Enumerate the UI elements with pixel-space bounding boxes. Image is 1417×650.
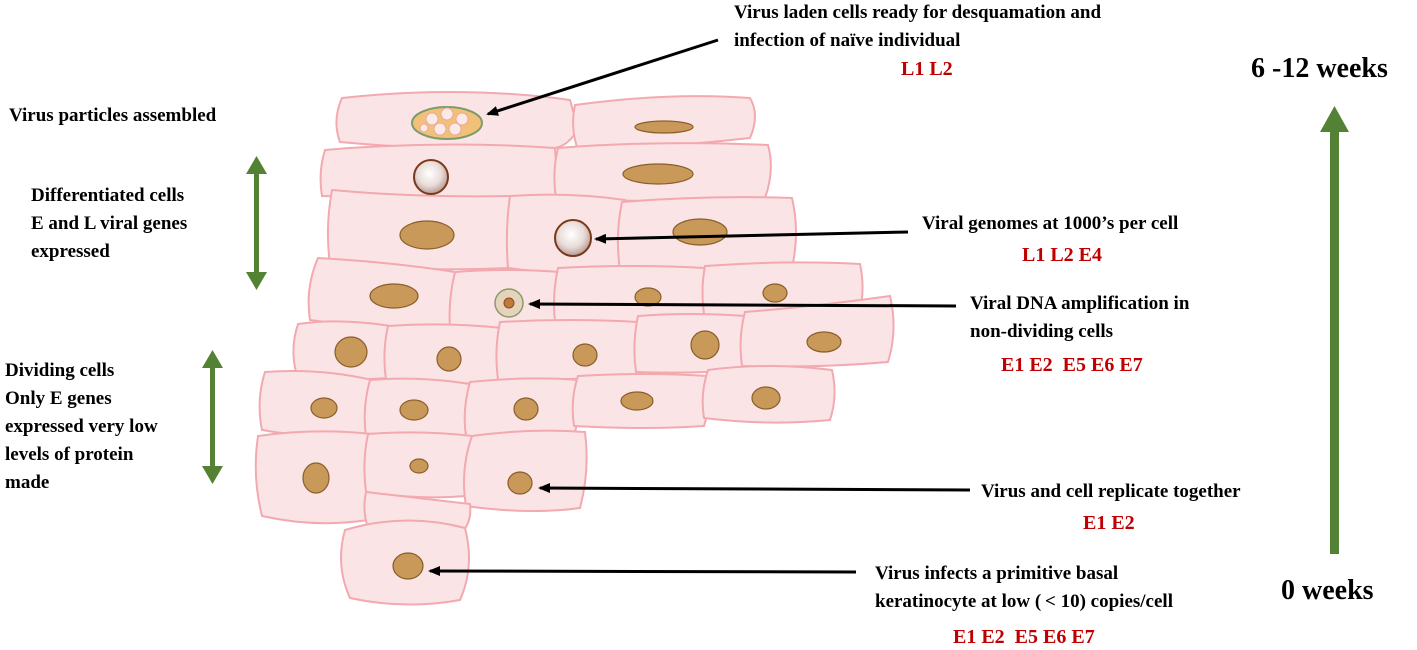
nucleus xyxy=(392,552,424,580)
dividing-label: Dividing cells Only E genes expressed ve… xyxy=(5,357,195,497)
label-line: non-dividing cells xyxy=(970,321,1114,342)
amplification-nucleus xyxy=(494,288,524,318)
arrow-infects xyxy=(428,566,857,577)
arrow-virus-laden xyxy=(486,38,719,116)
nucleus xyxy=(302,462,330,494)
annotation-arrows xyxy=(428,38,971,577)
label-line: Viral DNA amplification in xyxy=(970,293,1190,314)
timeline-top-label: 6 -12 weeks xyxy=(1251,53,1388,84)
gene-label-genomes: L1 L2 E4 xyxy=(1022,244,1103,266)
label-line: expressed xyxy=(31,241,110,262)
nucleus xyxy=(436,346,462,372)
nucleus xyxy=(399,399,429,421)
gene-label-amplification: E1 E2 E5 E6 E7 xyxy=(1001,354,1143,376)
gene-label-replicate: E1 E2 xyxy=(1083,512,1135,534)
nucleus xyxy=(572,343,598,367)
cell xyxy=(463,429,588,513)
viral-genomes-label: Viral genomes at 1000’s per cell xyxy=(922,213,1179,234)
green-double-arrows xyxy=(202,156,267,484)
label-line: Differentiated cells xyxy=(31,185,185,206)
nucleus xyxy=(751,386,781,410)
arrow-genomes xyxy=(594,230,909,244)
amplification-label: Viral DNA amplification in non-dividing … xyxy=(970,290,1250,346)
label-line: keratinocyte at low ( < 10) copies/cell xyxy=(875,591,1173,612)
particles-assembled-label: Virus particles assembled xyxy=(9,105,217,126)
nuclei xyxy=(302,120,842,580)
arrow-replicate xyxy=(538,483,971,494)
cell xyxy=(495,319,642,382)
annotation-line: Virus laden cells ready for desquamation… xyxy=(734,2,1102,23)
label-line: expressed very low xyxy=(5,416,158,437)
nucleus xyxy=(334,336,368,368)
gene-label-late: L1 L2 xyxy=(901,58,953,80)
differentiated-range-arrow xyxy=(246,156,267,290)
virus-laden-annotation: Virus laden cells ready for desquamation… xyxy=(734,0,1154,55)
label-line: Virus infects a primitive basal xyxy=(875,563,1119,584)
nucleus xyxy=(620,391,654,411)
nucleus xyxy=(672,218,728,246)
nucleus xyxy=(513,397,539,421)
nucleus xyxy=(507,471,533,495)
cell xyxy=(739,294,895,368)
dividing-range-arrow xyxy=(202,350,223,484)
timeline-arrow xyxy=(1320,106,1349,554)
nucleus xyxy=(310,397,338,419)
virus-particles-nucleus xyxy=(411,106,483,140)
nucleus xyxy=(634,120,694,134)
infects-label: Virus infects a primitive basal keratino… xyxy=(875,560,1235,616)
nucleus xyxy=(690,330,720,360)
label-line: Only E genes xyxy=(5,388,112,409)
differentiated-label: Differentiated cells E and L viral genes… xyxy=(31,182,241,266)
timeline-bottom-label: 0 weeks xyxy=(1281,575,1374,606)
annotation-line: infection of naïve individual xyxy=(734,30,961,51)
label-line: levels of protein xyxy=(5,444,134,465)
replicate-label: Virus and cell replicate together xyxy=(981,481,1241,502)
nucleus xyxy=(622,163,694,185)
nucleus xyxy=(762,283,788,303)
gene-label-infects: E1 E2 E5 E6 E7 xyxy=(953,626,1095,648)
nucleus xyxy=(399,220,455,250)
label-line: E and L viral genes xyxy=(31,213,188,234)
nucleus xyxy=(806,331,842,353)
genome-nucleus xyxy=(413,159,449,195)
label-line: made xyxy=(5,472,50,493)
nucleus xyxy=(409,458,429,474)
label-line: Dividing cells xyxy=(5,360,115,381)
genome-nucleus xyxy=(554,219,592,257)
nucleus xyxy=(369,283,419,309)
arrow-amplification xyxy=(528,299,957,310)
